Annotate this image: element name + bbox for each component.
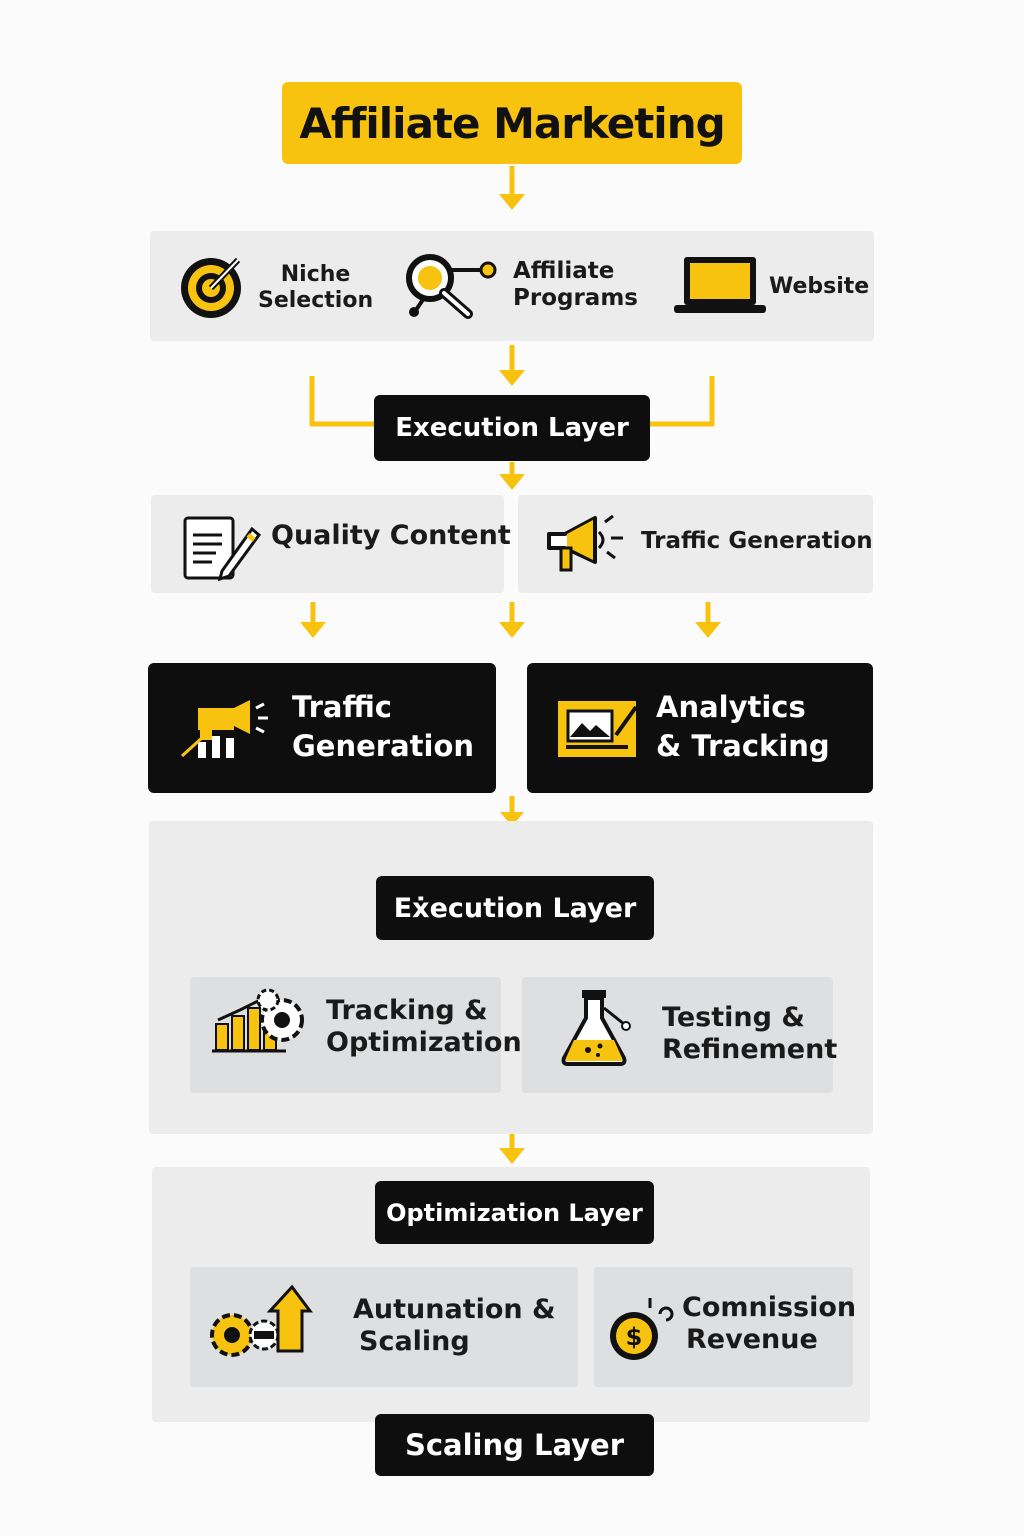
dollar-coin-icon: $ (606, 1294, 678, 1370)
affiliate-programs-label: Affiliate Programs (513, 258, 638, 312)
testing-refinement-card (522, 977, 833, 1093)
scaling-layer-label: Scaling Layer (375, 1414, 654, 1476)
execution-layer-label: Execution Layer (374, 395, 650, 461)
analytics-tracking-box-label: Analytics & Tracking (656, 690, 830, 764)
testing-refinement-label: Testing & Refinement (662, 1002, 838, 1065)
analytics-screen-icon (556, 697, 642, 763)
optimization-layer-label: Optimization Layer (375, 1181, 654, 1244)
target-icon (178, 254, 246, 326)
flask-icon (558, 988, 638, 1072)
page-title: Affiliate Marketing (282, 82, 742, 164)
commission-revenue-label: Comnission Revenue (682, 1292, 857, 1355)
svg-text:$: $ (626, 1323, 643, 1351)
website-label: Website (769, 274, 870, 299)
gears-arrow-icon (206, 1284, 313, 1371)
chart-gears-icon (212, 984, 316, 1062)
traffic-generation-box-label: Traffic Generation (292, 690, 475, 764)
traffic-megaphone-chart-icon (180, 694, 272, 764)
laptop-icon (674, 255, 768, 321)
tracking-optimization-label: Tracking & Optimization (326, 995, 522, 1058)
quality-content-label: Quality Content (271, 520, 511, 551)
automation-scaling-label: Autunation & Scaling (353, 1294, 556, 1357)
execution-layer-label-2: Eẋecution Layer (376, 876, 654, 940)
niche-selection-label: Niche Selection (258, 262, 374, 313)
traffic-generation-label: Traffic Generation (641, 528, 873, 554)
magnifier-network-icon (404, 248, 500, 326)
document-pencil-icon (182, 513, 262, 587)
megaphone-icon (543, 512, 633, 582)
